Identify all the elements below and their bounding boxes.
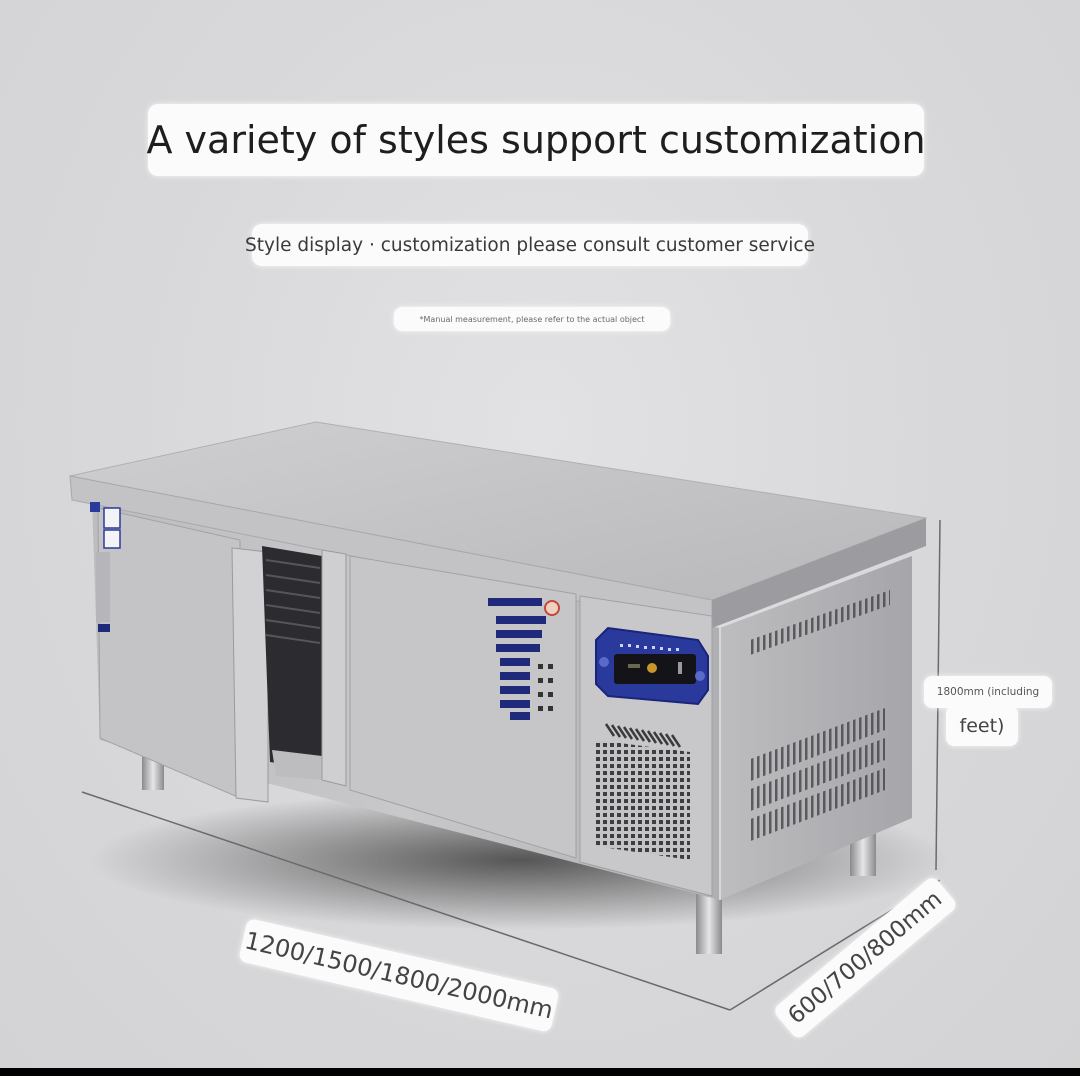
height-dimension-label-line2: feet) [946,706,1018,746]
height-dimension-label-line1: 1800mm (including [924,676,1052,708]
interior-shelf-rails [265,559,321,644]
side-vent-1 [748,708,885,782]
headline-banner: A variety of styles support customizatio… [146,104,926,176]
spec-sticker [90,502,121,632]
side-vent-top [750,590,890,655]
door-frame-mullion [321,549,347,787]
open-door-handle-edge [231,547,269,803]
compressor-perforated-grille [596,740,690,860]
compressor-slanted-vents [604,723,682,748]
cabinet-interior [262,546,322,770]
countertop-side-edge [712,518,926,628]
side-vent-2 [748,738,885,812]
feature-label-sticker [488,598,560,720]
thermostat-control-panel [595,626,709,706]
subheading-banner: Style display · customization please con… [245,224,815,266]
measurement-note: *Manual measurement, please refer to the… [394,307,670,331]
width-dimension-line [81,791,731,1011]
leg-front-right [696,892,722,954]
bottom-edge-bar [0,1068,1080,1076]
open-door [97,507,241,799]
side-vent-3 [748,768,885,842]
cabinet-floor [272,750,322,780]
